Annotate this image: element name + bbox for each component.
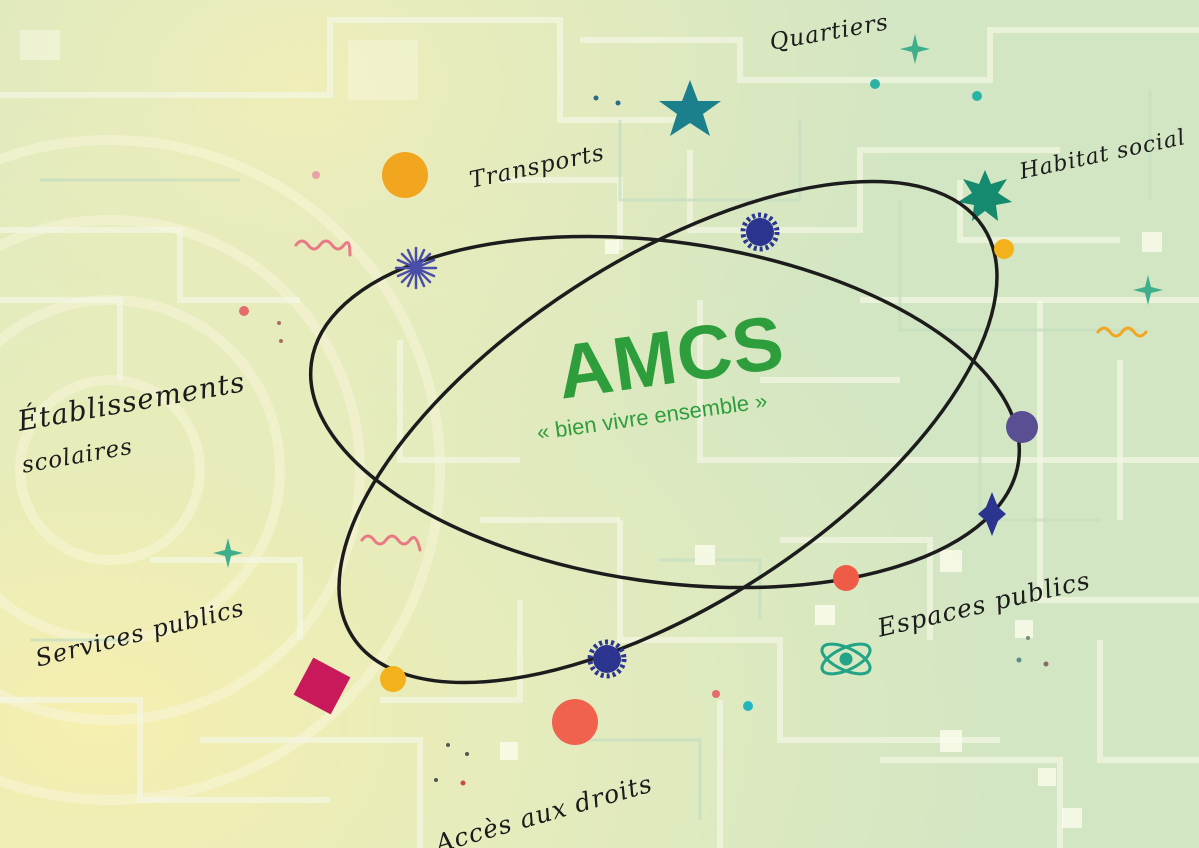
atom-icon [820,642,872,676]
yellow-dot-icon [994,239,1014,259]
burst-star-icon [958,170,1012,221]
coral-dot-icon [552,699,598,745]
orbit-horizontal [308,234,1022,590]
orange-dot-icon [382,152,428,198]
small-dots-icon [239,95,1049,786]
star-icon [659,80,721,136]
teal-dot-icon [743,701,753,711]
sparkle-icon [1133,275,1163,305]
diamond-icon [978,492,1006,536]
coral-dot-icon [833,565,859,591]
yellow-dot-icon [380,666,406,692]
orbit-tilted [337,179,999,685]
squiggle-icon [294,239,1148,552]
teal-dot-icon [972,91,982,101]
burst-icon [394,246,438,290]
purple-dot-icon [1006,411,1038,443]
sparkle-icon [900,34,930,64]
teal-dot-icon [870,79,880,89]
gear-icon [740,212,780,252]
magenta-diamond-icon [293,657,351,715]
sparkle-icon [213,538,243,568]
gear-icon [587,639,627,679]
